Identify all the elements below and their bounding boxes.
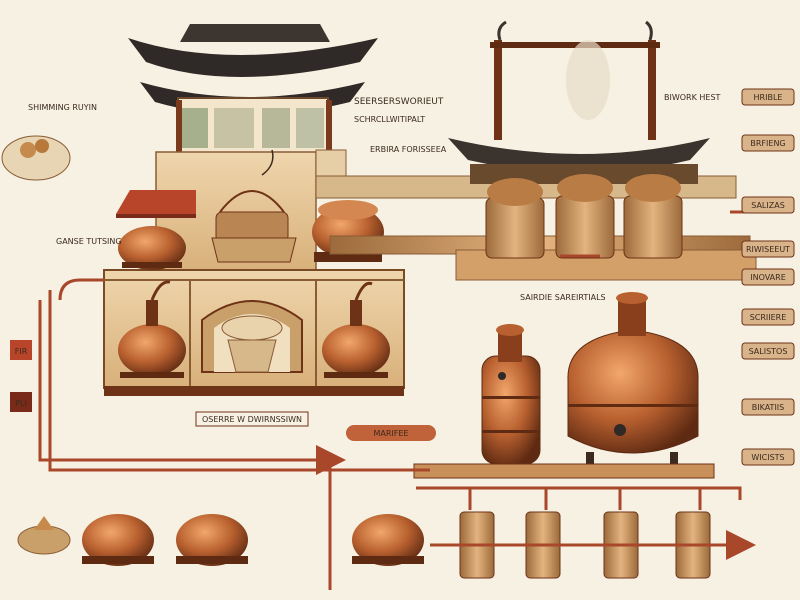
right-tag-label: SALIZAS bbox=[751, 201, 785, 210]
right-tag-label: BRFIENG bbox=[750, 139, 785, 148]
stage-caption: OSERRE W DWIRNSSIWN bbox=[202, 415, 302, 424]
right-tag-1: HRIBLE bbox=[741, 88, 795, 106]
column-still bbox=[481, 324, 541, 465]
left-vertical-tags: FIR PLI bbox=[10, 340, 32, 412]
left-side-caption: GANSE TUTSING bbox=[56, 237, 122, 246]
right-tag-3: SALIZAS bbox=[741, 196, 795, 214]
right-tag-7: SALISTOS bbox=[741, 342, 795, 360]
right-mid-caption: SAIRDIE SAREIRTIALS bbox=[520, 293, 606, 302]
pavilion-upper-roof bbox=[128, 38, 378, 77]
right-tag-9: WICISTS bbox=[741, 448, 795, 466]
pot-still-large bbox=[567, 292, 699, 468]
pavilion-vat-3 bbox=[623, 174, 683, 259]
top-left-caption: SHIMMING RUYIN bbox=[28, 103, 97, 112]
upper-right-tag: BIWORK HEST bbox=[664, 93, 721, 102]
right-tag-label: SCRIIERE bbox=[750, 313, 787, 322]
center-banner-label: MARIFEE bbox=[373, 429, 408, 438]
right-tag-label: SALISTOS bbox=[749, 347, 788, 356]
right-tag-label: HRIBLE bbox=[754, 93, 783, 102]
bottom-still-1 bbox=[82, 514, 154, 566]
upper-center-subcaption: SCHRCLLWITIPALT bbox=[354, 115, 425, 124]
right-tag-8: BIKATIIS bbox=[741, 398, 795, 416]
pavilion-vat-2 bbox=[555, 174, 615, 259]
lower-still-left bbox=[118, 280, 186, 378]
center-banner: MARIFEE bbox=[346, 425, 436, 441]
right-tag-label: WICISTS bbox=[751, 453, 784, 462]
distillation-platform bbox=[413, 463, 715, 479]
right-tag-5: INOVARE bbox=[741, 268, 795, 286]
right-tag-label: RIWISEEUT bbox=[746, 245, 790, 254]
upper-center-caption: SEERSERSWORIEUT bbox=[354, 97, 444, 107]
grain-basket bbox=[211, 149, 297, 263]
left-tag-1: FIR bbox=[15, 347, 28, 356]
bottom-still-2 bbox=[176, 514, 248, 566]
right-tag-label: INOVARE bbox=[750, 273, 786, 282]
left-pavilion bbox=[128, 24, 378, 156]
right-tag-6: SCRIIERE bbox=[741, 308, 795, 326]
right-tag-column: HRIBLE BRFIENG SALIZAS RIWISEEUT INOVARE SCRI… bbox=[741, 88, 795, 466]
red-awning bbox=[116, 190, 196, 218]
lower-still-right bbox=[322, 281, 390, 378]
herb-bowl bbox=[17, 516, 71, 555]
bottom-still-3 bbox=[352, 514, 424, 566]
upper-still-left bbox=[118, 226, 186, 270]
mid-caption: ERBIRA FORISSEEA bbox=[370, 145, 447, 154]
flow-pipes bbox=[38, 210, 756, 590]
right-tag-2: BRFIENG bbox=[741, 134, 795, 152]
pavilion-vat-1 bbox=[485, 178, 545, 259]
ginger-bowl bbox=[1, 135, 71, 181]
right-tag-label: BIKATIIS bbox=[752, 403, 785, 412]
right-tag-4: RIWISEEUT bbox=[741, 240, 795, 258]
left-tag-2: PLI bbox=[15, 399, 27, 408]
